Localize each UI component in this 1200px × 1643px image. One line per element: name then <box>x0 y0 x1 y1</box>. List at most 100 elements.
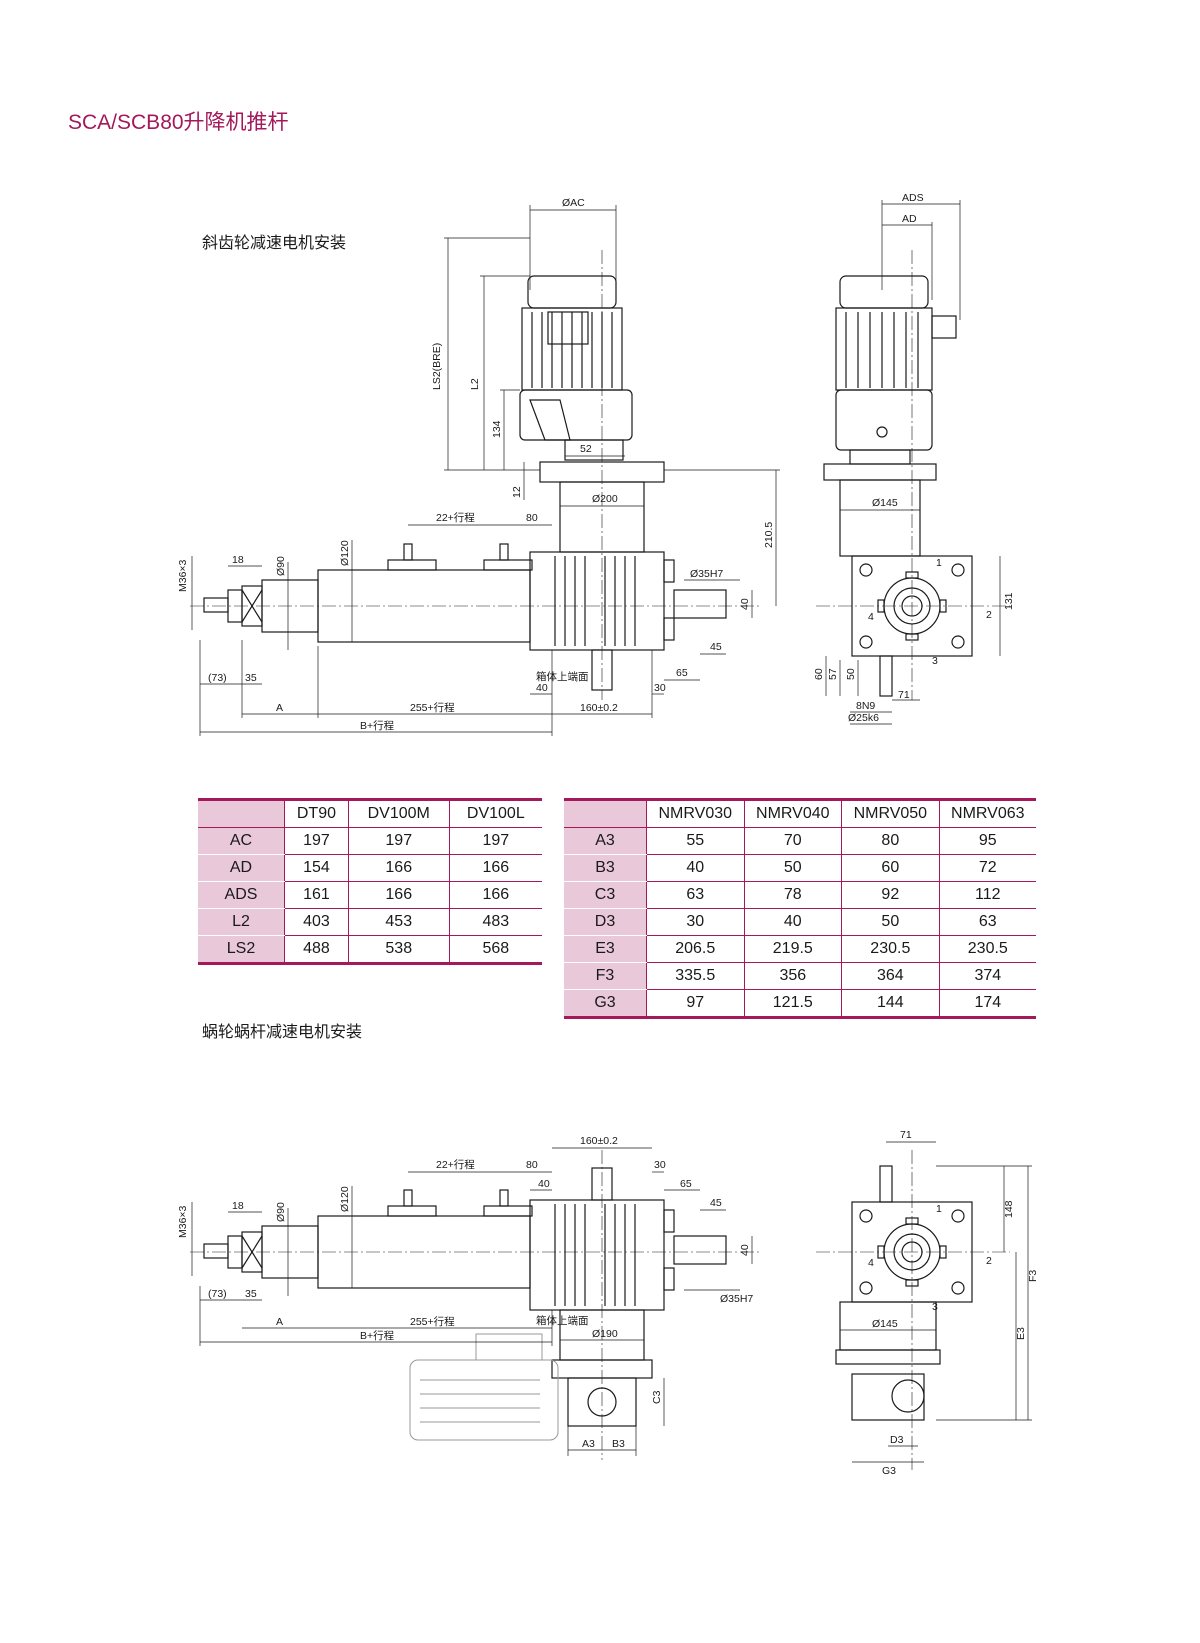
row-label: C3 <box>564 881 647 909</box>
table-cell: 166 <box>347 854 450 882</box>
label-dim-ls2: LS2(BRE) <box>431 343 443 390</box>
label-dim-60: 60 <box>813 668 825 680</box>
table-cell: 166 <box>448 881 542 909</box>
table-cell: 219.5 <box>743 935 842 963</box>
port-3: 3 <box>932 655 938 667</box>
screw-jack-body <box>529 551 665 651</box>
row-label: ADS <box>198 881 285 909</box>
label-dim-160: 160±0.2 <box>580 702 618 714</box>
label-dim-50: 50 <box>845 668 857 680</box>
port-1: 1 <box>936 557 942 569</box>
page-title: SCA/SCB80升降机推杆 <box>68 111 289 134</box>
row-label: LS2 <box>198 935 285 965</box>
label-b-dim-145: Ø145 <box>872 1318 898 1330</box>
label-b-dim-90: Ø90 <box>275 1202 287 1222</box>
label-b-dim-g3: G3 <box>882 1465 896 1477</box>
table-cell: 483 <box>448 908 542 936</box>
table-cell: 161 <box>284 881 349 909</box>
label-dim-25k6: Ø25k6 <box>848 712 879 724</box>
table-cell: 55 <box>646 827 745 855</box>
label-dim-l2: L2 <box>469 378 481 390</box>
table-cell: 121.5 <box>743 989 842 1019</box>
worm-motor-ghost <box>409 1359 559 1441</box>
table-cell: 144 <box>841 989 940 1019</box>
bottom-jack-body <box>529 1199 665 1311</box>
port-2: 2 <box>986 609 992 621</box>
label-dim-255: 255+行程 <box>410 701 455 714</box>
label-dim-45: 45 <box>710 641 722 653</box>
label-dim-30: 30 <box>654 682 666 694</box>
table-cell: 197 <box>448 827 542 855</box>
table-cell: 72 <box>938 854 1036 882</box>
row-label: E3 <box>564 935 647 963</box>
col-header: NMRV030 <box>646 798 745 828</box>
label-b-dim-255: 255+行程 <box>410 1315 455 1328</box>
label-dim-b: B+行程 <box>360 719 395 732</box>
label-dim-ad: AD <box>902 213 917 225</box>
label-dim-18: 18 <box>232 554 244 566</box>
table-cell: 60 <box>841 854 940 882</box>
table-cell: 63 <box>646 881 745 909</box>
table-cell: 112 <box>938 881 1036 909</box>
col-header: DV100L <box>448 798 542 828</box>
label-dim-ac: ØAC <box>562 197 585 209</box>
table-cell: 63 <box>938 908 1036 936</box>
label-b-dim-f3: F3 <box>1027 1270 1039 1282</box>
label-b-dim-73: (73) <box>208 1288 227 1300</box>
table-cell: 154 <box>284 854 349 882</box>
label-dim-35: 35 <box>245 672 257 684</box>
label-dim-131: 131 <box>1003 592 1015 610</box>
label-b-dim-40r: 40 <box>739 1244 751 1256</box>
label-b-dim-22: 22+行程 <box>436 1158 475 1171</box>
table-cell: 403 <box>284 908 349 936</box>
table-cell: 197 <box>347 827 450 855</box>
label-dim-52: 52 <box>580 443 592 455</box>
table-cell: 335.5 <box>646 962 745 990</box>
label-dim-120: Ø120 <box>339 540 351 566</box>
table-cell: 166 <box>448 854 542 882</box>
col-header: NMRV050 <box>841 798 940 828</box>
b-port-3: 3 <box>932 1301 938 1313</box>
table-cell: 70 <box>743 827 842 855</box>
label-b-dim-a: A <box>276 1316 283 1328</box>
table-cell: 166 <box>347 881 450 909</box>
table-cell: 30 <box>646 908 745 936</box>
row-label: G3 <box>564 989 647 1019</box>
table-corner <box>198 798 285 828</box>
label-dim-22: 22+行程 <box>436 511 475 524</box>
label-b-dim-m36: M36×3 <box>177 1205 189 1238</box>
col-header: NMRV040 <box>743 798 842 828</box>
section-title-helical: 斜齿轮减速电机安装 <box>202 235 347 252</box>
label-box-top: 箱体上端面 <box>536 670 589 683</box>
table-cell: 50 <box>743 854 842 882</box>
label-dim-134: 134 <box>491 420 503 438</box>
label-dim-90: Ø90 <box>275 556 287 576</box>
row-label: AD <box>198 854 285 882</box>
table-header-row: NMRV030 NMRV040 NMRV050 NMRV063 <box>564 798 1036 828</box>
table-cell: 95 <box>938 827 1036 855</box>
label-dim-71: 71 <box>898 689 910 701</box>
table-cell: 230.5 <box>841 935 940 963</box>
label-b-dim-35: 35 <box>245 1288 257 1300</box>
label-dim-57: 57 <box>827 668 839 680</box>
section-title-worm: 蜗轮蜗杆减速电机安装 <box>202 1024 363 1041</box>
row-label: B3 <box>564 854 647 882</box>
b-port-2: 2 <box>986 1255 992 1267</box>
table-header-row: DT90 DV100M DV100L <box>198 798 542 828</box>
motor-fan-cover <box>527 275 617 309</box>
label-b-dim-71: 71 <box>900 1129 912 1141</box>
table-cell: 488 <box>284 935 349 965</box>
label-dim-12: 12 <box>511 486 523 498</box>
row-label: A3 <box>564 827 647 855</box>
row-label: D3 <box>564 908 647 936</box>
label-b-dim-65: 65 <box>680 1178 692 1190</box>
label-dim-80: 80 <box>526 512 538 524</box>
table-cell: 80 <box>841 827 940 855</box>
